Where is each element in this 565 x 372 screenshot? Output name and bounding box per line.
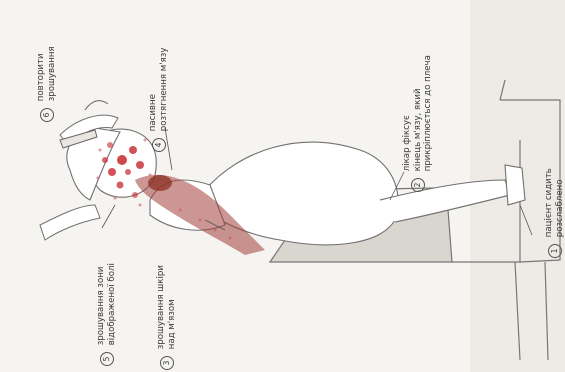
step-3-line-1: зрошування шкіри xyxy=(156,265,167,349)
step-2-line-2: кінець м'язу, який xyxy=(413,55,424,171)
step-1-number: 1 xyxy=(548,244,562,258)
step-6-number: 6 xyxy=(40,108,54,122)
step-5-number: 5 xyxy=(100,352,114,366)
step-5-label: 5 зрошування зони відображеної болі xyxy=(96,263,117,366)
step-2-line-3: прикріплюється до плеча xyxy=(423,55,434,171)
step-4-number: 4 xyxy=(152,138,166,152)
step-4-label: 4 пасивне розтягнення м'язу xyxy=(148,48,169,152)
step-5-line-2: відображеної болі xyxy=(107,263,118,345)
step-6-label: 6 повторити зрошування xyxy=(36,46,57,122)
step-3-number: 3 xyxy=(160,356,174,370)
step-1-line-2: розслаблено xyxy=(555,168,565,237)
step-2-label: 2 лікар фіксує кінець м'язу, який прикрі… xyxy=(402,55,434,192)
step-2-line-1: лікар фіксує xyxy=(402,55,413,171)
step-1-line-1: пацієнт сидить xyxy=(544,168,555,237)
step-6-line-2: зрошування xyxy=(47,46,58,101)
step-2-number: 2 xyxy=(411,178,425,192)
step-6-line-1: повторити xyxy=(36,46,47,101)
step-4-line-2: розтягнення м'язу xyxy=(159,48,170,132)
step-5-line-1: зрошування зони xyxy=(96,263,107,345)
step-4-line-1: пасивне xyxy=(148,48,159,132)
step-3-line-2: над м'язом xyxy=(167,265,178,349)
step-1-label: 1 пацієнт сидить розслаблено xyxy=(544,168,565,258)
step-3-label: 3 зрошування шкіри над м'язом xyxy=(156,265,177,370)
